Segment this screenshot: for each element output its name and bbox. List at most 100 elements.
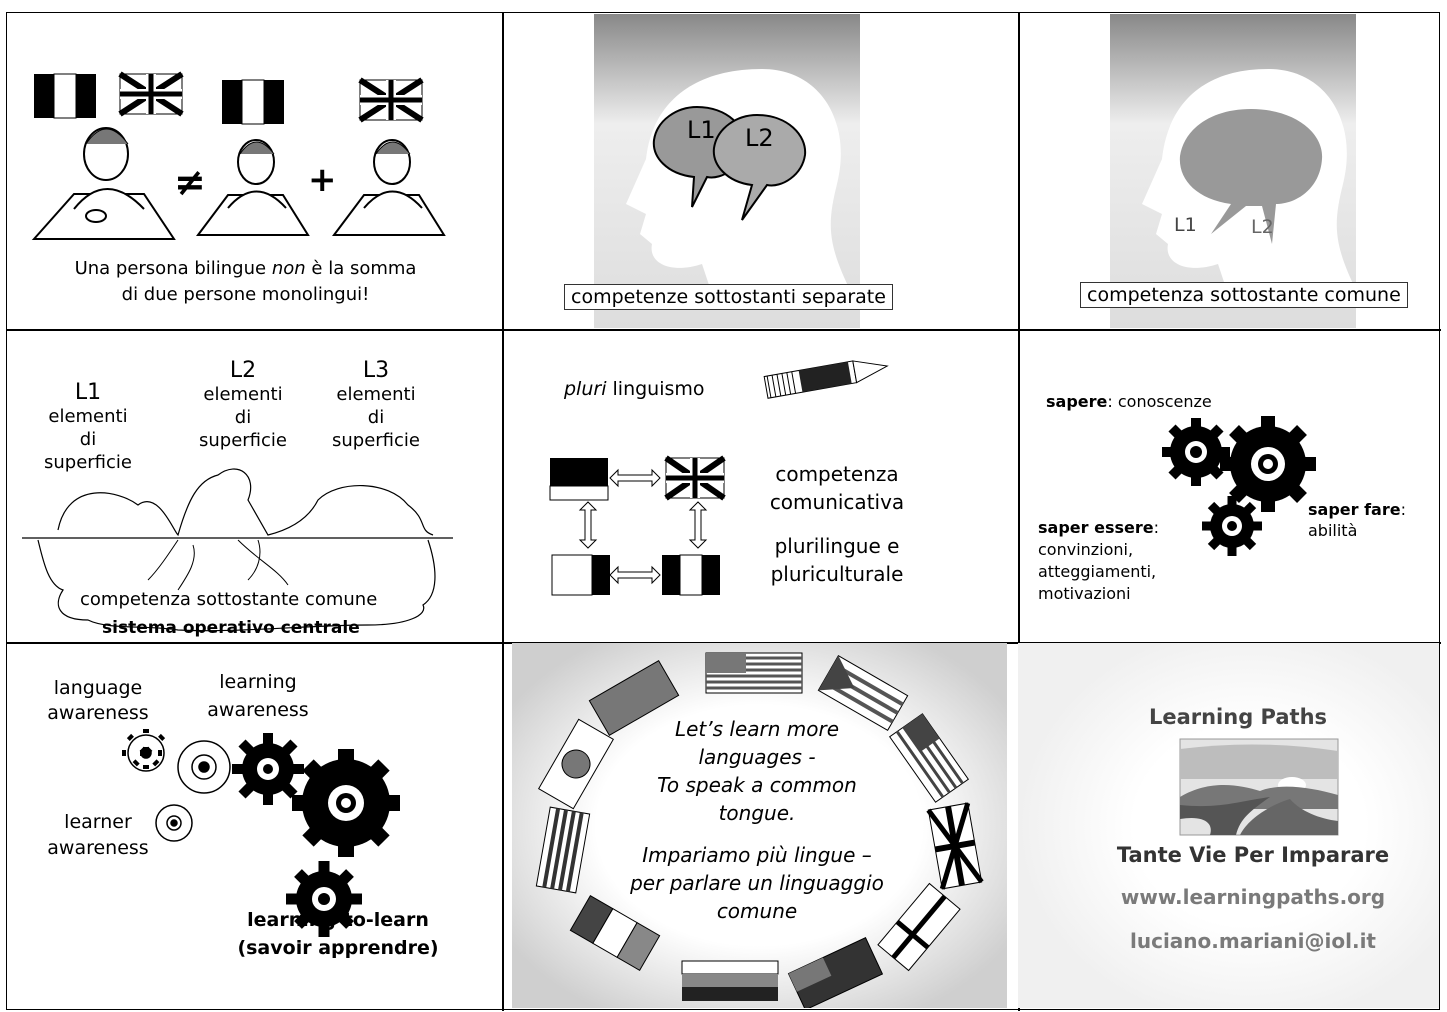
saper-fare-ability: abilità: [1308, 521, 1358, 540]
panel-learning-to-learn: language awareness learning awareness le…: [8, 643, 501, 1008]
italian-flag-icon: [34, 73, 96, 119]
saper-fare-bold: saper fare: [1308, 500, 1401, 519]
caption-emphasis: non: [271, 258, 306, 279]
caption-text: Una persona bilingue: [74, 258, 272, 279]
italian-slogan-line: per parlare un linguaggio: [630, 871, 884, 895]
peak-l3-line: superficie: [332, 430, 420, 451]
english-slogan-line: tongue.: [718, 801, 796, 825]
saper-essere-bold: saper essere: [1038, 518, 1154, 537]
flag-icon: [569, 894, 661, 972]
email-link[interactable]: luciano.mariani@iol.it: [1130, 929, 1376, 953]
grid-divider-h2: [7, 642, 1441, 644]
learning-awareness-text: awareness: [207, 699, 309, 721]
flag-icon: [817, 654, 909, 732]
panel-iceberg: L1 elementi di superficie L2 elementi di…: [8, 330, 501, 640]
sapere-bold: sapere: [1046, 392, 1108, 411]
language-awareness-text: awareness: [47, 702, 149, 724]
l1-label: L1: [687, 116, 716, 144]
communicative-text: plurilingue e: [774, 534, 900, 558]
common-speech-bubble: [1179, 109, 1323, 244]
grid-divider-h1: [7, 329, 1441, 331]
italian-flag-icon: [662, 554, 720, 596]
learning-awareness-text: learning: [219, 671, 297, 693]
english-slogan-line: languages -: [698, 745, 816, 769]
l2-speech-bubble: [712, 113, 807, 221]
english-slogan-line: Let’s learn more: [674, 717, 840, 741]
not-equal-sign: ≠: [174, 160, 206, 204]
panel-common-competence: L1 L2 competenza sottostante comune: [1018, 14, 1439, 328]
saper-essere-colon: :: [1153, 518, 1159, 537]
panel-competences-gears: sapere: conoscenze saper fare: abilità s…: [1018, 330, 1439, 640]
central-os-text: sistema operativo centrale: [102, 618, 360, 638]
caption-line-1: Una persona bilingue non è la somma: [8, 258, 483, 279]
peak-l1-line: di: [79, 429, 97, 450]
communicative-text: comunicativa: [769, 490, 905, 514]
l2-label: L2: [1251, 216, 1274, 238]
flag-icon: [888, 713, 970, 803]
flag-icon: [681, 960, 779, 1001]
uk-flag-icon: [664, 455, 726, 501]
learning-paths-title: Learning Paths: [1148, 705, 1328, 729]
peak-l2-line: elementi: [203, 384, 283, 405]
saper-essere-text: saper essere:: [1038, 518, 1159, 537]
uk-flag-icon: [358, 77, 424, 123]
caption-line-2: di due persone monolingui!: [121, 284, 370, 305]
common-competence-label: competenza sottostante comune: [1080, 282, 1408, 308]
pencil-icon: [763, 360, 889, 399]
peak-l3-line: elementi: [336, 384, 416, 405]
peak-l1-line: superficie: [44, 452, 132, 473]
flag-icon: [787, 937, 884, 1008]
italian-slogan-line: Impariamo più lingue –: [642, 843, 872, 867]
uk-flag-icon: [118, 71, 184, 117]
l2-label: L2: [745, 124, 774, 152]
iceberg-drawing: [22, 468, 453, 632]
italian-flag-icon: [222, 79, 284, 125]
panel-separate-competences: L1 L2 competenze sottostanti separate: [502, 14, 1017, 328]
separate-competences-label: competenze sottostanti separate: [564, 284, 893, 310]
communicative-text: competenza: [775, 462, 899, 486]
plus-sign: +: [308, 160, 337, 200]
learning-to-learn-text: learning-to-learn: [247, 909, 429, 931]
student-illustration: [31, 127, 176, 240]
plurilingualism-title: pluri linguismo: [564, 378, 705, 400]
peak-l2-title: L2: [229, 358, 257, 383]
gears-icon: [1162, 416, 1316, 556]
gears-icon: [122, 729, 400, 937]
flag-icon: [588, 659, 680, 737]
learner-awareness-text: learner: [64, 811, 132, 833]
peak-l3-line: di: [367, 407, 385, 428]
grid-divider-v2: [1018, 13, 1020, 1011]
flag-icon: [877, 882, 961, 972]
english-slogan-line: To speak a common: [657, 773, 857, 797]
japan-flag-icon: [537, 718, 615, 810]
panel-languages-circle: Let’s learn more languages - To speak a …: [502, 643, 1017, 1008]
panel-bilingual-person: ≠ + Una persona bilingue non è la somma …: [8, 14, 501, 328]
panel-learning-paths: Learning Paths Tante Vie Per Imparare ww…: [1018, 643, 1439, 1008]
saper-essere-line: atteggiamenti,: [1038, 562, 1157, 581]
saper-fare-colon: :: [1400, 500, 1406, 519]
learning-paths-logo: [1179, 738, 1339, 836]
panel-plurilingualism: pluri linguismo competenza comunicativa …: [502, 330, 1017, 640]
caption-text: è la somma: [305, 258, 417, 279]
sapere-rest: : conoscenze: [1107, 392, 1212, 411]
flag-icon: [535, 806, 591, 894]
student-illustration: [196, 139, 310, 236]
saper-fare-text: saper fare:: [1308, 500, 1406, 519]
l1-label: L1: [1174, 214, 1197, 236]
website-link[interactable]: www.learningpaths.org: [1120, 885, 1386, 909]
saper-essere-line: motivazioni: [1038, 584, 1131, 603]
saper-essere-line: convinzioni,: [1038, 540, 1134, 559]
usa-flag-icon: [705, 652, 803, 694]
bidirectional-arrows: [578, 468, 708, 585]
sapere-text: sapere: conoscenze: [1046, 392, 1212, 411]
communicative-text: pluriculturale: [770, 562, 904, 586]
peak-l3-title: L3: [362, 358, 390, 383]
uk-flag-icon: [926, 802, 984, 890]
grid-divider-v1: [502, 13, 504, 1011]
savoir-apprendre-text: (savoir apprendre): [237, 937, 439, 959]
peak-l1-title: L1: [74, 380, 102, 405]
learning-paths-subtitle: Tante Vie Per Imparare: [1116, 843, 1390, 867]
student-illustration: [332, 139, 446, 236]
slide-grid: [6, 12, 1441, 1011]
title-emphasis: pluri: [564, 378, 607, 400]
